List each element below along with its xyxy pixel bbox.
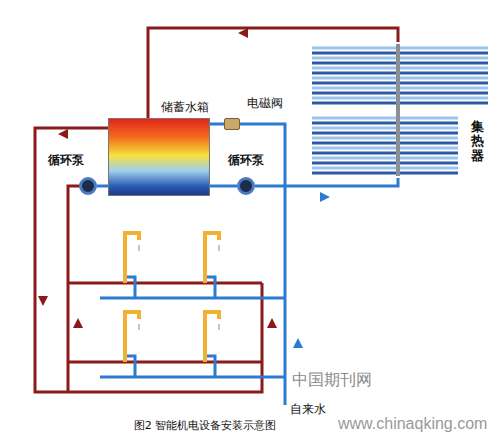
pipe-connector [97,185,108,188]
collector-tube [312,147,458,150]
collector-tube [312,152,458,155]
water-drip [138,245,140,251]
node-label: 循环泵 [48,153,84,167]
collector-tube [312,167,458,170]
faucet [205,233,219,283]
cold-branch-pipe [100,297,285,300]
water-drip [218,245,220,251]
collector-tube [312,132,458,135]
pipe-connector [148,28,398,118]
watermark: www.chinaqking.com [338,414,487,433]
circulation-pump: 循环泵 [237,177,255,195]
flow-arrow [73,318,83,328]
flow-arrow [267,318,277,328]
inlet-label: 自来水 [290,402,326,416]
flow-arrows [38,28,330,348]
node-label: 储蓄水箱 [161,100,209,114]
pipe-connector [255,178,398,186]
water-drip [218,324,220,330]
storage-tank: 储蓄水箱 [108,118,210,196]
flow-arrow [293,338,303,348]
solenoid-valve: 电磁阀 [224,118,240,130]
faucet [125,233,139,283]
cold-branch-pipe [100,376,285,379]
collector-tube [312,157,458,160]
faucet [205,312,219,362]
circulation-pump: 循环泵 [79,177,97,195]
collector-tube [312,117,458,120]
pipe-connector [210,123,224,126]
collector-tube [312,142,458,145]
solar-collector: 集热器 [310,42,490,178]
collector-tube [312,137,458,140]
figure-caption: 图2 智能机电设备安装示意图 [0,419,410,432]
faucets [125,233,219,377]
collector-tube [312,127,458,130]
flow-arrow [58,129,68,139]
collector-manifold [396,44,400,176]
hot-branch-pipe [68,361,262,364]
watermark: 中国期刊网 [292,370,372,389]
faucet [125,312,139,362]
pipe-connector [210,185,237,188]
node-label: 集热器 [471,120,484,163]
collector-tube [312,172,458,175]
collector-tube [312,122,458,125]
hot-branch-pipe [68,282,262,285]
collector-tube [312,162,458,165]
node-label: 循环泵 [228,153,264,167]
node-label: 电磁阀 [247,96,283,110]
flow-arrow [38,296,48,306]
water-drip [138,324,140,330]
flow-arrow [320,192,330,202]
